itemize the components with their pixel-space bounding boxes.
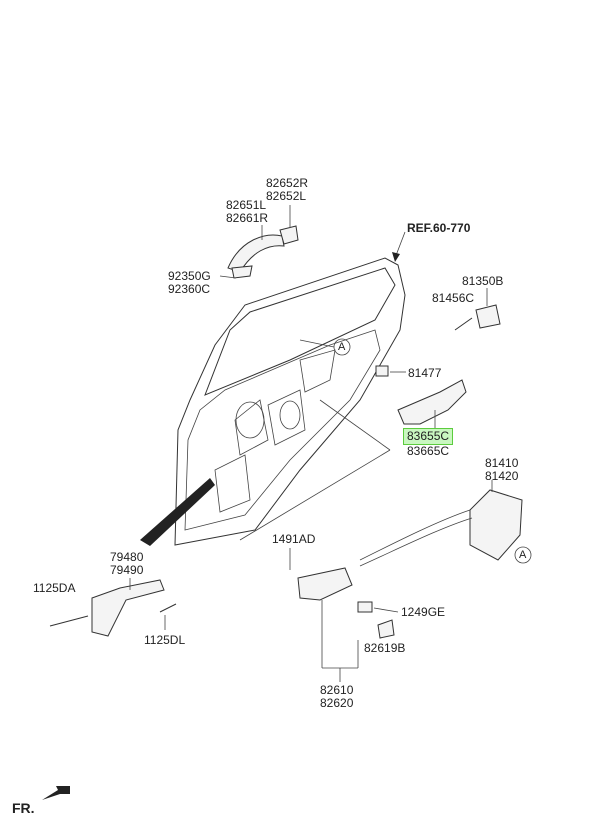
door-check [91, 579, 165, 637]
door-speaker-hole [235, 401, 265, 439]
handle-gasket [231, 265, 253, 279]
inside-handle [297, 567, 353, 601]
latch-cable [359, 509, 471, 561]
door-window-frame [204, 267, 396, 396]
door-check-arrow [140, 478, 215, 546]
label-81410: 81410 [485, 456, 519, 470]
screw-81477 [375, 365, 389, 377]
handle-cover [279, 225, 299, 245]
label-82620: 82620 [320, 696, 354, 710]
fr-arrow [42, 786, 70, 800]
ref-arrowhead [392, 252, 400, 262]
projection-line-1 [319, 399, 391, 451]
label-1249ge: 1249GE [401, 605, 446, 619]
label-83665c: 83665C [407, 444, 450, 458]
label-fr: FR. [12, 800, 35, 816]
label-82619b: 82619B [364, 641, 406, 655]
leader-92350 [219, 275, 237, 279]
label-82661r: 82661R [226, 211, 269, 225]
door-cutout-2 [267, 389, 306, 446]
label-1491ad: 1491AD [272, 532, 316, 546]
label-ref: REF.60-770 [407, 221, 471, 235]
label-81420: 81420 [485, 469, 519, 483]
callout-a2-circle [514, 546, 532, 564]
door-latch [469, 489, 523, 561]
label-82610: 82610 [320, 683, 354, 697]
door-cutout-4 [299, 349, 336, 393]
door-cutout-3 [214, 454, 251, 513]
label-92360c: 92360C [168, 282, 211, 296]
bolt-1125dl [159, 603, 177, 613]
label-79490: 79490 [110, 563, 144, 577]
label-1125da: 1125DA [33, 581, 76, 595]
label-83655c: 83655C [402, 428, 454, 445]
label-79480: 79480 [110, 550, 144, 564]
outside-handle [227, 234, 285, 273]
leader-callout-a1 [299, 339, 335, 348]
door-hole-2 [279, 400, 301, 430]
striker [475, 304, 501, 329]
latch-cable-2 [359, 517, 473, 567]
label-callout-a1: A [338, 341, 346, 353]
screw-1249ge [357, 601, 373, 613]
label-81477: 81477 [408, 366, 442, 380]
label-callout-a2: A [519, 549, 527, 561]
door-cutout-1 [234, 399, 269, 456]
clip-82619b [377, 619, 395, 639]
door-panel-outline [174, 257, 406, 546]
label-82652l: 82652L [266, 189, 307, 203]
bolt-1125da [49, 615, 89, 627]
label-92350g: 92350G [168, 269, 211, 283]
label-82651l: 82651L [226, 198, 267, 212]
projection-line-2 [239, 449, 391, 541]
label-82652r: 82652R [266, 176, 309, 190]
leader-1249ge [373, 607, 399, 613]
handle-83655 [397, 379, 467, 425]
label-81350b: 81350B [462, 274, 504, 288]
door-inner-panel [184, 329, 381, 531]
striker-bolt [454, 317, 473, 331]
label-1125dl: 1125DL [144, 633, 186, 647]
label-81456c: 81456C [432, 291, 475, 305]
